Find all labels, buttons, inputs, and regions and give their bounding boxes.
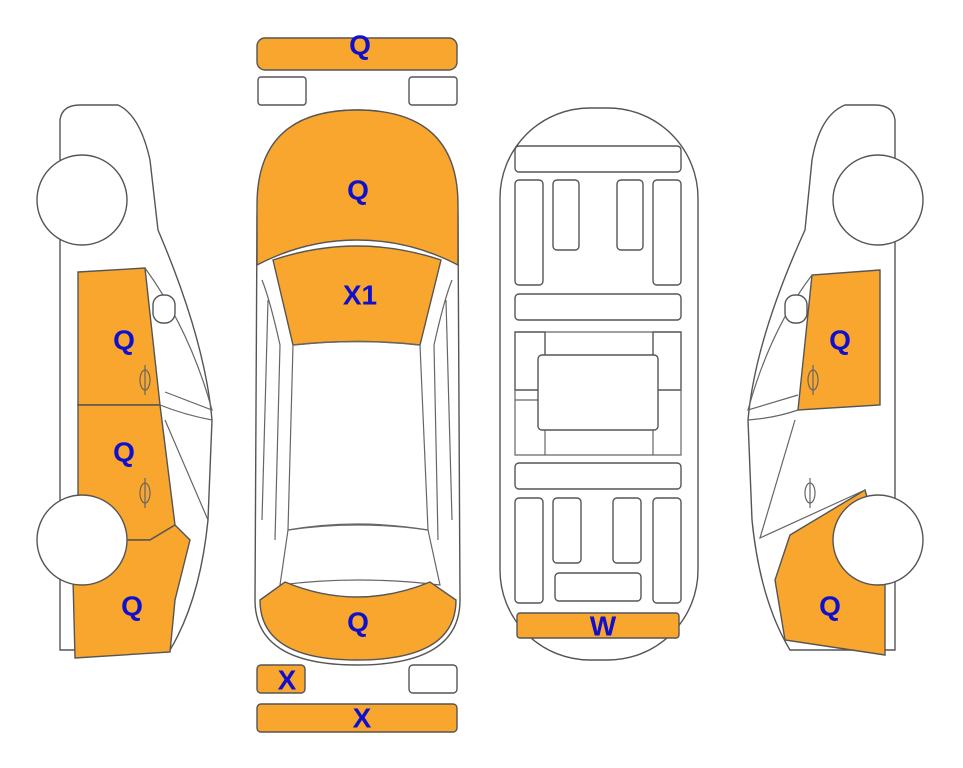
rear-bumper-label: X — [353, 703, 372, 734]
left-rear-quarter-label: Q — [121, 591, 143, 622]
rear-right-light — [408, 664, 458, 694]
left-front-door-handle — [139, 365, 151, 395]
hood-label: Q — [347, 175, 369, 206]
underbody-mid-front-crossmember — [514, 293, 682, 321]
right-mirror — [784, 294, 808, 324]
front-bumper-label: Q — [349, 30, 371, 61]
left-rear-door-handle — [139, 478, 151, 508]
top-left-pillar-line — [261, 279, 281, 541]
front-left-light — [257, 76, 307, 106]
underbody-rear-panel[interactable] — [516, 612, 680, 639]
right-rear-quarter-label: Q — [819, 591, 841, 622]
underbody-rear-left-inner — [552, 497, 582, 564]
left-rear-door-label: Q — [113, 437, 135, 468]
left-side-view: Q Q Q — [36, 104, 213, 659]
underbody-center-plate — [537, 354, 659, 431]
right-front-door-label: Q — [829, 325, 851, 356]
trunk-panel[interactable] — [259, 581, 457, 661]
underbody-front-right-inner — [616, 179, 644, 251]
underbody-front-right-rail — [652, 179, 682, 286]
right-rear-wheel — [832, 494, 924, 586]
underbody-front-crossmember — [514, 145, 682, 173]
top-right-pillar-line — [433, 279, 453, 541]
right-side-window-line — [747, 274, 866, 540]
trunk-label: Q — [347, 607, 369, 638]
left-mirror — [152, 294, 176, 324]
front-right-light — [408, 76, 458, 106]
right-front-door-handle — [807, 365, 819, 395]
underbody-view: W — [499, 107, 699, 661]
underbody-tank — [554, 572, 642, 602]
right-side-view: Q Q — [747, 104, 924, 656]
top-view: Q Q X1 Q X X — [254, 30, 461, 734]
left-front-door-label: Q — [113, 325, 135, 356]
rear-small-label: X — [278, 665, 297, 696]
rear-left-small-panel[interactable] — [256, 664, 306, 694]
left-front-wheel — [36, 154, 128, 246]
right-rear-door-handle — [804, 478, 816, 508]
left-side-window-line — [144, 267, 213, 521]
windshield-label: X1 — [343, 280, 377, 311]
underbody-mid-rear-crossmember — [514, 462, 682, 490]
rear-window-outline — [279, 523, 441, 586]
right-front-wheel — [832, 154, 924, 246]
underbody-rear-label: W — [590, 611, 617, 642]
left-rear-wheel — [36, 494, 128, 586]
underbody-rear-right-inner — [612, 497, 642, 564]
underbody-front-left-inner — [552, 179, 580, 251]
rear-bumper-panel[interactable] — [256, 703, 458, 733]
underbody-front-left-rail — [514, 179, 544, 286]
front-bumper-panel[interactable] — [256, 37, 458, 71]
underbody-rear-right-rail — [652, 497, 682, 604]
hood-panel[interactable] — [256, 109, 459, 267]
underbody-rear-left-rail — [514, 497, 544, 604]
